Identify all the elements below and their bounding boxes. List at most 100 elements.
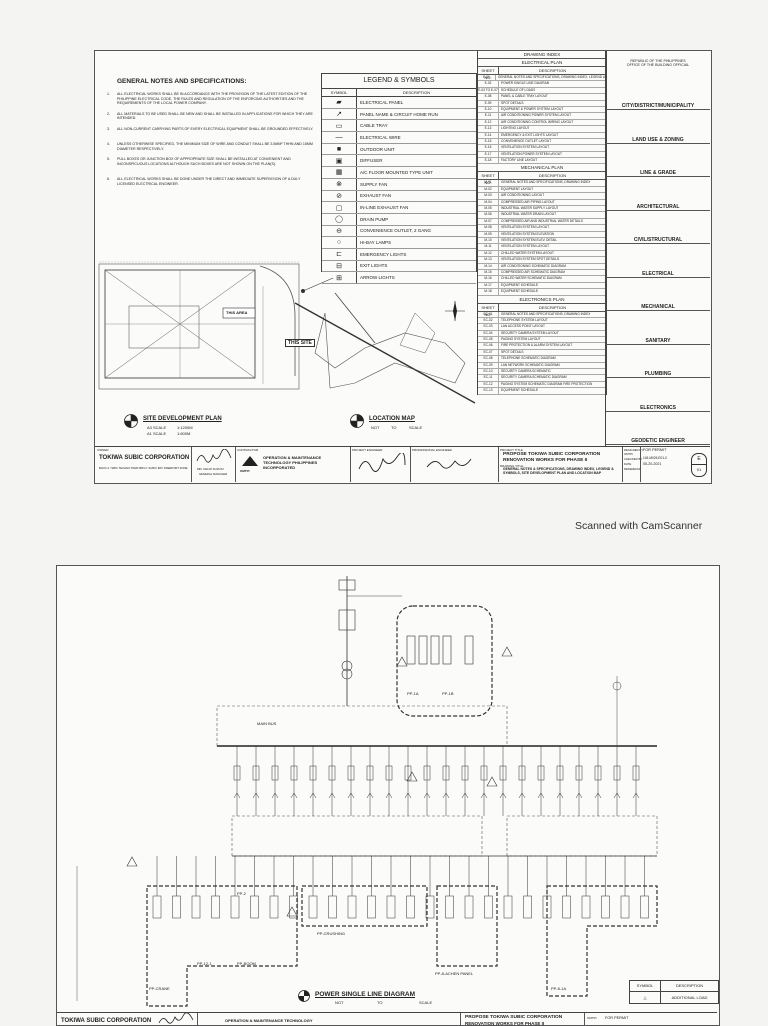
index-sheet-no: M-18: [478, 289, 499, 295]
sld-project-title: PROPOSE TOKIWA SUBIC CORPORATION: [465, 1015, 563, 1020]
panel-label-pp-2: PP-2: [237, 891, 246, 896]
contractor-name: OPERATION & MAINTENANCE TECHNOLOGY PHILI…: [263, 455, 322, 470]
project-title: PROPOSE TOKIWA SUBIC CORPORATION RENOVAT…: [503, 452, 601, 463]
general-note-number: 5.: [107, 157, 110, 162]
index-sheet-no: M-13: [478, 257, 499, 263]
discipline-label: PLUMBING: [606, 371, 710, 378]
index-sheet-no: M-16: [478, 276, 499, 282]
drawing-index-title: DRAWING INDEX: [478, 51, 606, 59]
general-note-text: ALL ELECTRICAL WORKS SHALL BE DONE UNDER…: [117, 177, 301, 186]
sld-legend-col-symbol: SYMBOL: [630, 981, 661, 991]
legend-row: ⊖CONVENIENCE OUTLET, 2 GANG: [322, 225, 476, 238]
index-sheet-no: EC-11: [478, 375, 499, 381]
this-area-label: THIS AREA: [226, 310, 248, 315]
legend-row: ⊗SUPPLY FAN: [322, 178, 476, 191]
index-sheet-no: EC-05: [478, 337, 499, 343]
index-sheet-description: GENERAL NOTES AND SPECIFICATIONS, DRAWIN…: [501, 311, 591, 316]
legend-row: ○HI-BAY LAMPS: [322, 237, 476, 249]
general-note-number: 1.: [107, 92, 110, 96]
legend-description: EXIT LIGHTS: [360, 263, 388, 269]
index-sheet-no: M-14: [478, 263, 499, 269]
index-sheet-no: EC-07: [478, 349, 499, 356]
index-sheet-no: EC-02: [478, 317, 499, 324]
general-note-text: ALL MATERIALS TO BE USED SHALL BE NEW AN…: [117, 111, 313, 121]
legend-row: ■OUTDOOR UNIT: [322, 143, 476, 156]
index-sheet-description: PAGING SYSTEM SCHEMATIC DIAGRAM FIRE PRO…: [501, 381, 593, 386]
arrow-light-icon: ⊞: [322, 272, 357, 283]
index-sheet-no: EC-01: [478, 311, 499, 317]
date-label: DATE: [624, 462, 632, 466]
panel-label-pp-8-achen: PP-8-ACHEN PANEL: [435, 971, 474, 976]
reference-number: 145-M026-E01-0: [643, 456, 667, 460]
index-sheet-description: POWER SINGLE LINE DIAGRAM: [501, 81, 550, 86]
project-engineer-signature: [358, 453, 406, 472]
sld-owner-signature: [158, 1013, 194, 1024]
index-sheet-no: M-07: [478, 218, 499, 225]
legend-description: ELECTRICAL WIRE: [360, 134, 401, 140]
panel-label-pp-boom: PP-BOOM: [237, 961, 256, 966]
index-sheet-description: INDUSTRIAL WATER DRAIN LAYOUT: [501, 212, 557, 217]
site-plan-scale-a3-value: 1:1200M: [177, 425, 193, 430]
sld-legend: SYMBOL DESCRIPTION △ ADDITIONAL LOAD: [629, 980, 719, 1004]
index-sheet-description: SPOT DETAILS: [501, 349, 524, 354]
discipline-label: CIVIL/STRUCTURAL: [606, 237, 710, 244]
legend-row: ◯DRAIN PUMP: [322, 213, 476, 226]
index-sheet-description: SPOT DETAILS: [501, 100, 524, 105]
legend-description: OUTDOOR UNIT: [360, 146, 395, 152]
general-note-item: 2.ALL MATERIALS TO BE USED SHALL BE NEW …: [107, 111, 317, 121]
index-col-description: DESCRIPTION: [538, 173, 567, 179]
north-arrow-icon: [124, 414, 138, 428]
exit-light-icon: ⊟: [322, 260, 357, 272]
index-sheet-description: EQUIPMENT LAYOUT: [501, 186, 534, 191]
index-sheet-description: SCHEDULE OF LOADS: [501, 87, 536, 92]
sld-not: NOT: [335, 1000, 344, 1005]
general-note-item: 6.ALL ELECTRICAL WORKS SHALL BE DONE UND…: [107, 177, 317, 186]
power-single-line-diagram: [76, 576, 658, 1007]
index-sheet-description: COMPRESSED AIR SCHEMATIC DIAGRAM: [501, 269, 565, 274]
additional-load-triangle-icon: △: [630, 992, 661, 1003]
home-run-icon: ↗: [322, 108, 357, 120]
index-col-sheet: SHEET NO.: [478, 67, 499, 80]
professional-engineer-signature: [426, 458, 472, 469]
index-sheet-description: LAN ACCESS POINT LAYOUT: [501, 324, 545, 329]
index-sheet-description: SECURITY CAMERA SCHEMATIC: [501, 369, 551, 374]
electrical-wire-icon: —: [322, 132, 357, 143]
this-site-label: THIS SITE: [285, 339, 315, 347]
legend-description: IN-LINE EXHAUST FAN: [360, 205, 409, 211]
contractor-short: OMTPI: [240, 469, 250, 473]
owner-name: TOKIWA SUBIC CORPORATION: [99, 455, 190, 461]
legend-description: EMERGENCY LIGHTS: [360, 251, 407, 257]
legend-table: LEGEND & SYMBOLS SYMBOL DESCRIPTION ▰ELE…: [321, 73, 477, 284]
index-sheet-no: E-18: [478, 158, 499, 164]
legend-description: ELECTRICAL PANEL: [360, 99, 404, 105]
index-section-title: ELECTRONICS PLAN: [478, 296, 606, 304]
index-sheet-no: M-01: [478, 180, 499, 186]
discipline-label: ARCHITECTURAL: [606, 204, 710, 211]
inline-fan-icon: ▢: [322, 202, 357, 213]
sheet-letter: E: [692, 454, 706, 465]
index-sheet-description: EMERGENCY & EXIT LIGHTS LAYOUT: [501, 132, 559, 137]
site-plan-scale-a1-value: 1:600M: [177, 431, 191, 436]
legend-description: DRAIN PUMP: [360, 216, 389, 222]
diffuser-icon: ▣: [322, 155, 357, 167]
index-sheet-description: EQUIPMENT SCHEDULE: [501, 388, 539, 393]
index-section-title: MECHANICAL PLAN: [478, 164, 606, 173]
index-sheet-no: E-08: [478, 94, 499, 100]
index-sheet-no: EC-03: [478, 324, 499, 330]
designed-by-label: DESIGNED BY: [624, 448, 644, 452]
index-sheet-description: VENTILATION SYSTEM LAYOUT: [501, 145, 550, 150]
index-sheet-no: E-15: [478, 138, 499, 145]
panel-label-pp-1b: PP-1B: [442, 691, 454, 696]
